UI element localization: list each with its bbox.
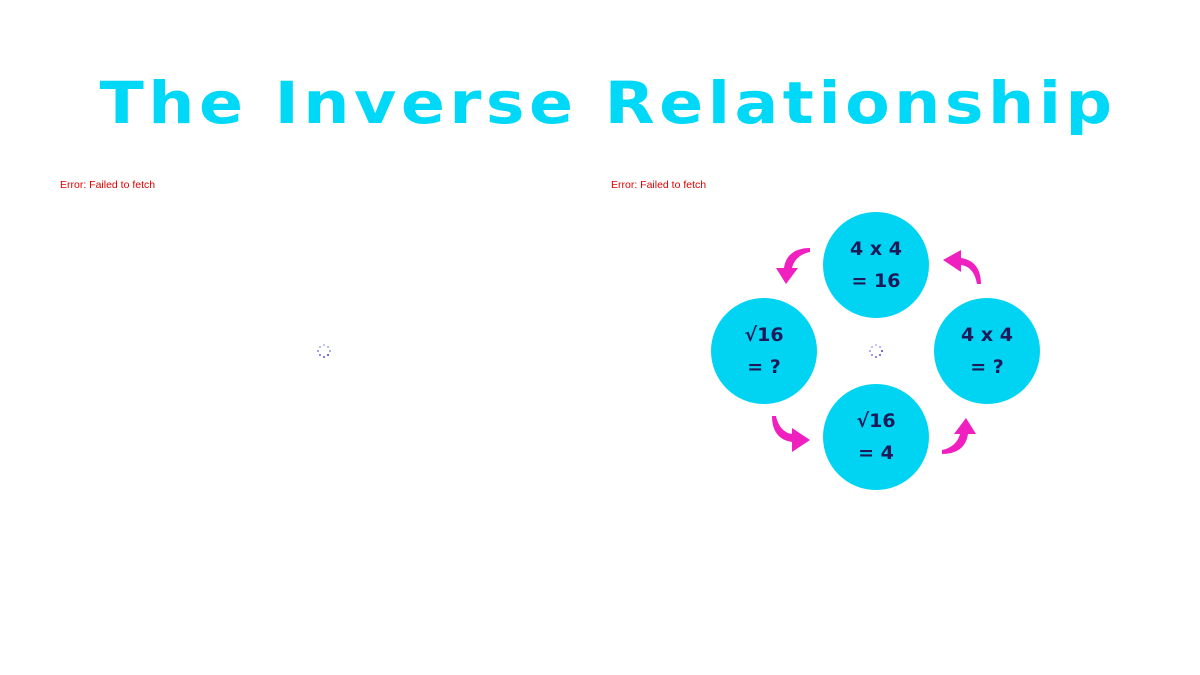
node-expression: 4 x 4 xyxy=(850,238,902,260)
right-panel-error-message: Error: Failed to fetch xyxy=(611,179,707,191)
node-expression: √16 xyxy=(744,324,784,346)
node-result: = ? xyxy=(747,356,781,378)
cycle-node-left: √16 = ? xyxy=(711,298,817,404)
curved-arrow-down-icon xyxy=(776,248,810,284)
node-result: = ? xyxy=(970,356,1004,378)
curved-arrow-right-icon xyxy=(772,416,810,452)
node-result: = 4 xyxy=(858,442,894,464)
left-panel-error-message: Error: Failed to fetch xyxy=(60,179,156,191)
cycle-node-bottom: √16 = 4 xyxy=(823,384,929,490)
slide-title: The Inverse Relationship xyxy=(99,69,1117,137)
node-expression: 4 x 4 xyxy=(961,324,1013,346)
cycle-node-right: 4 x 4 = ? xyxy=(934,298,1040,404)
curved-arrow-up-icon xyxy=(942,418,976,454)
node-expression: √16 xyxy=(856,410,896,432)
node-result: = 16 xyxy=(851,270,901,292)
cycle-node-top: 4 x 4 = 16 xyxy=(823,212,929,318)
spinner-icon xyxy=(869,344,883,358)
curved-arrow-left-icon xyxy=(943,250,981,284)
spinner-icon xyxy=(317,344,331,358)
